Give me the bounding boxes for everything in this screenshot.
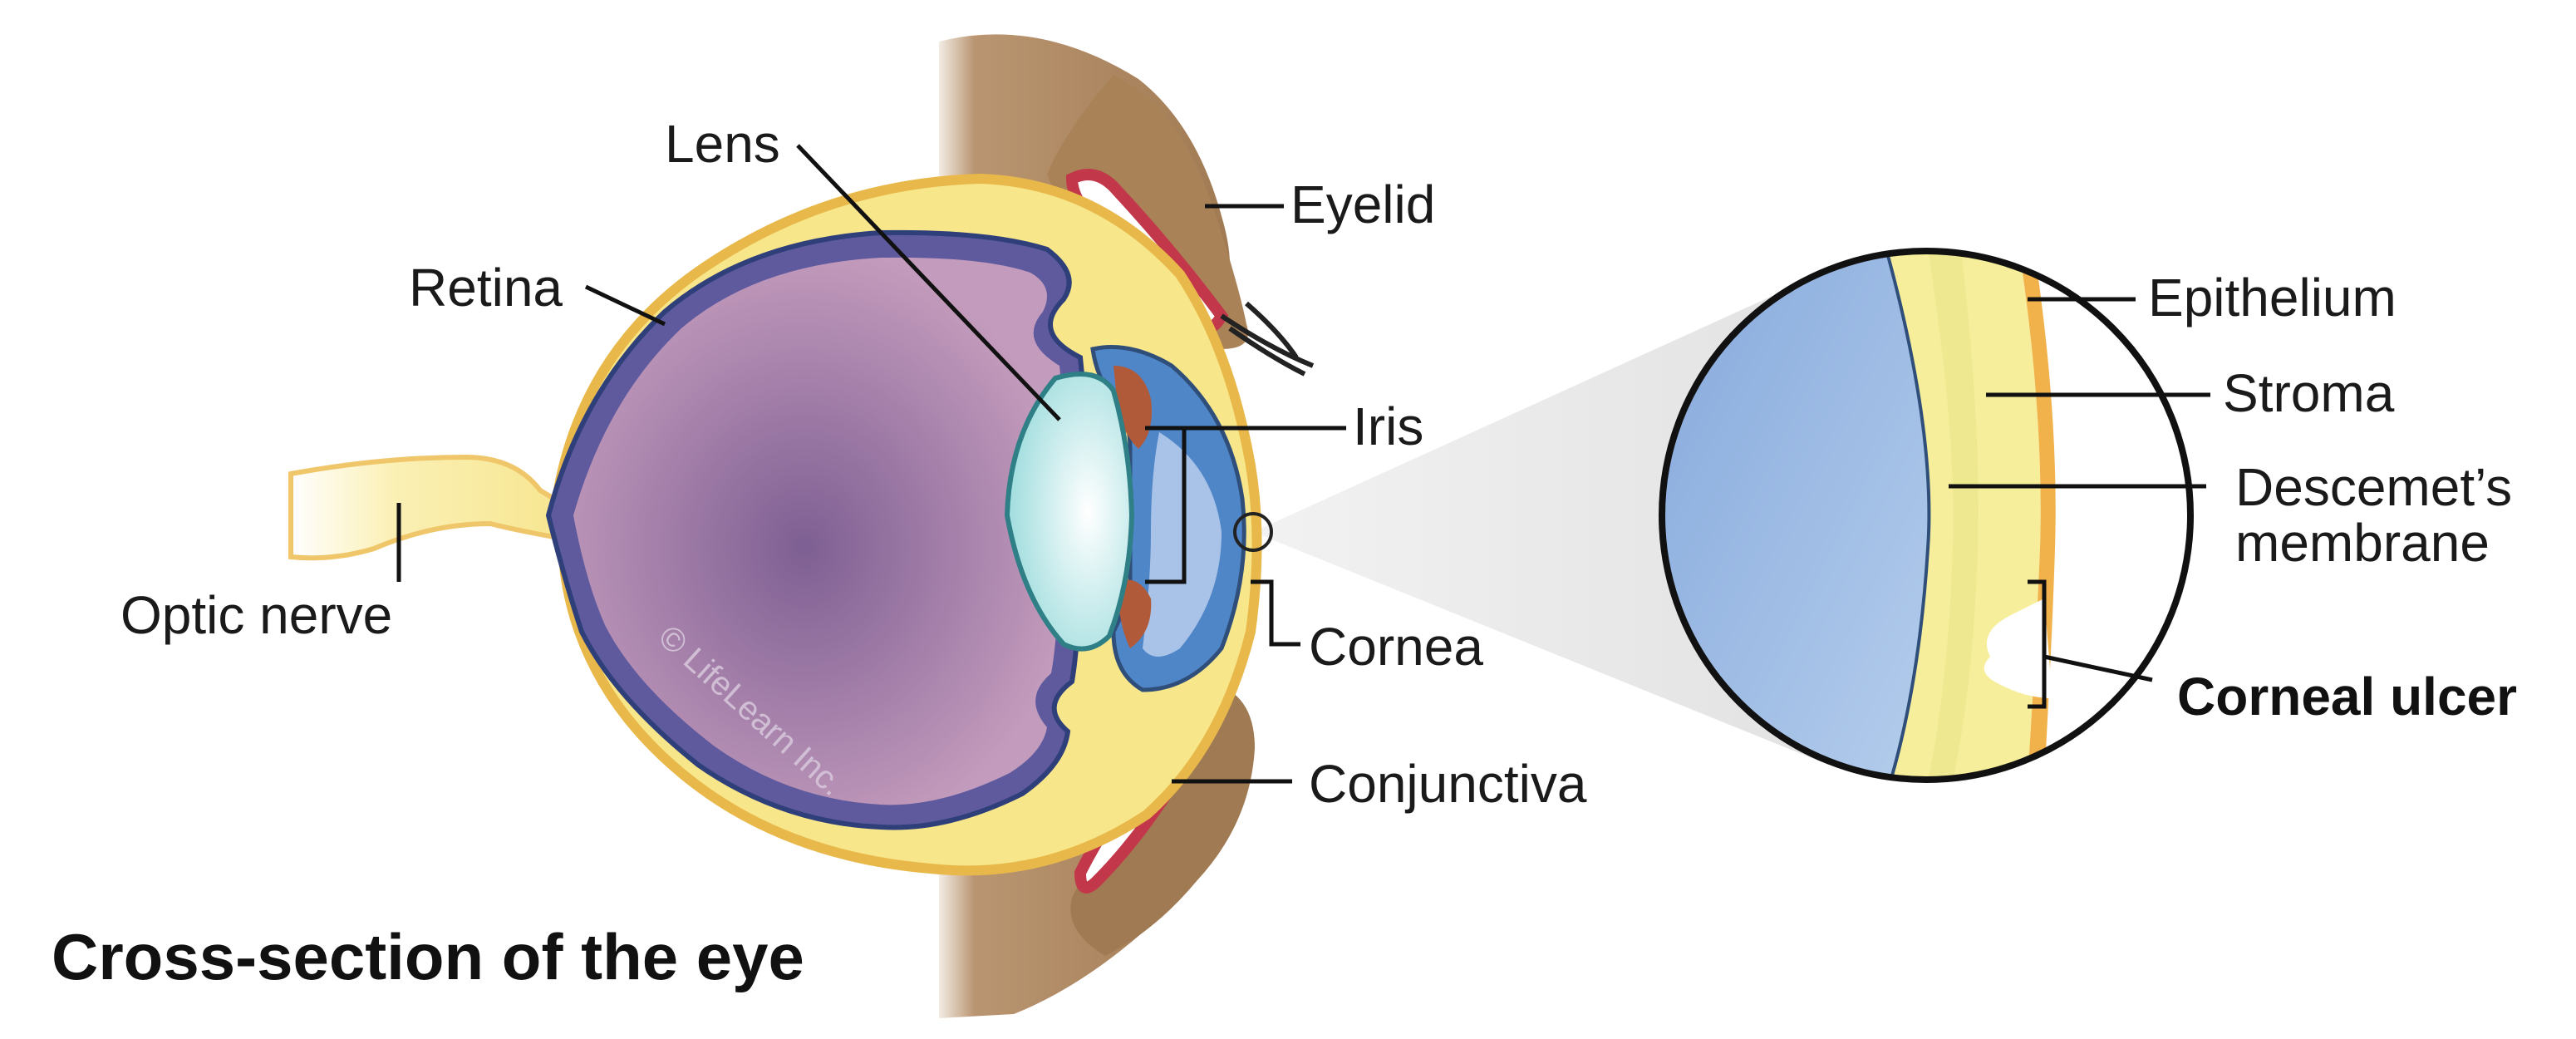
label-retina: Retina — [409, 258, 563, 318]
inset-descemets-line — [1885, 251, 1931, 780]
label-stroma: Stroma — [2223, 363, 2395, 423]
lower-eyelid — [1070, 682, 1255, 956]
cornea-inset — [1662, 251, 2190, 780]
label-descemets-line1: Descemet’s — [2235, 457, 2512, 517]
inset-anterior-chamber — [1662, 251, 1930, 780]
label-conjunctiva: Conjunctiva — [1309, 754, 1587, 814]
diagram-title: Cross-section of the eye — [52, 920, 804, 993]
vitreous-body — [573, 257, 1064, 805]
ciliary-body-top — [1113, 366, 1152, 449]
label-corneal-ulcer: Corneal ulcer — [2177, 667, 2517, 726]
label-eyelid: Eyelid — [1290, 175, 1435, 234]
label-descemets-line2: membrane — [2235, 513, 2490, 573]
ulcer-defect — [1984, 598, 2052, 698]
label-iris: Iris — [1353, 396, 1423, 456]
cornea-zoom-marker — [1233, 512, 1273, 552]
label-epithelium: Epithelium — [2148, 268, 2397, 327]
lens — [1004, 372, 1135, 652]
corneal-ulcer-bracket — [2028, 579, 2153, 709]
retina-leader — [584, 284, 666, 327]
optic-nerve — [288, 454, 585, 561]
ciliary-body-bottom — [1118, 579, 1152, 648]
eyelashes — [1220, 301, 1315, 377]
cornea-leader — [1251, 579, 1300, 647]
label-optic-nerve: Optic nerve — [120, 585, 392, 645]
lens-leader — [796, 144, 1061, 421]
label-lens: Lens — [665, 114, 780, 174]
inset-stroma-inner — [1928, 251, 1979, 780]
iris-leader — [1145, 426, 1346, 584]
zoom-cone — [1253, 274, 1828, 765]
inset-border — [1659, 248, 2194, 783]
label-cornea: Cornea — [1309, 617, 1483, 677]
